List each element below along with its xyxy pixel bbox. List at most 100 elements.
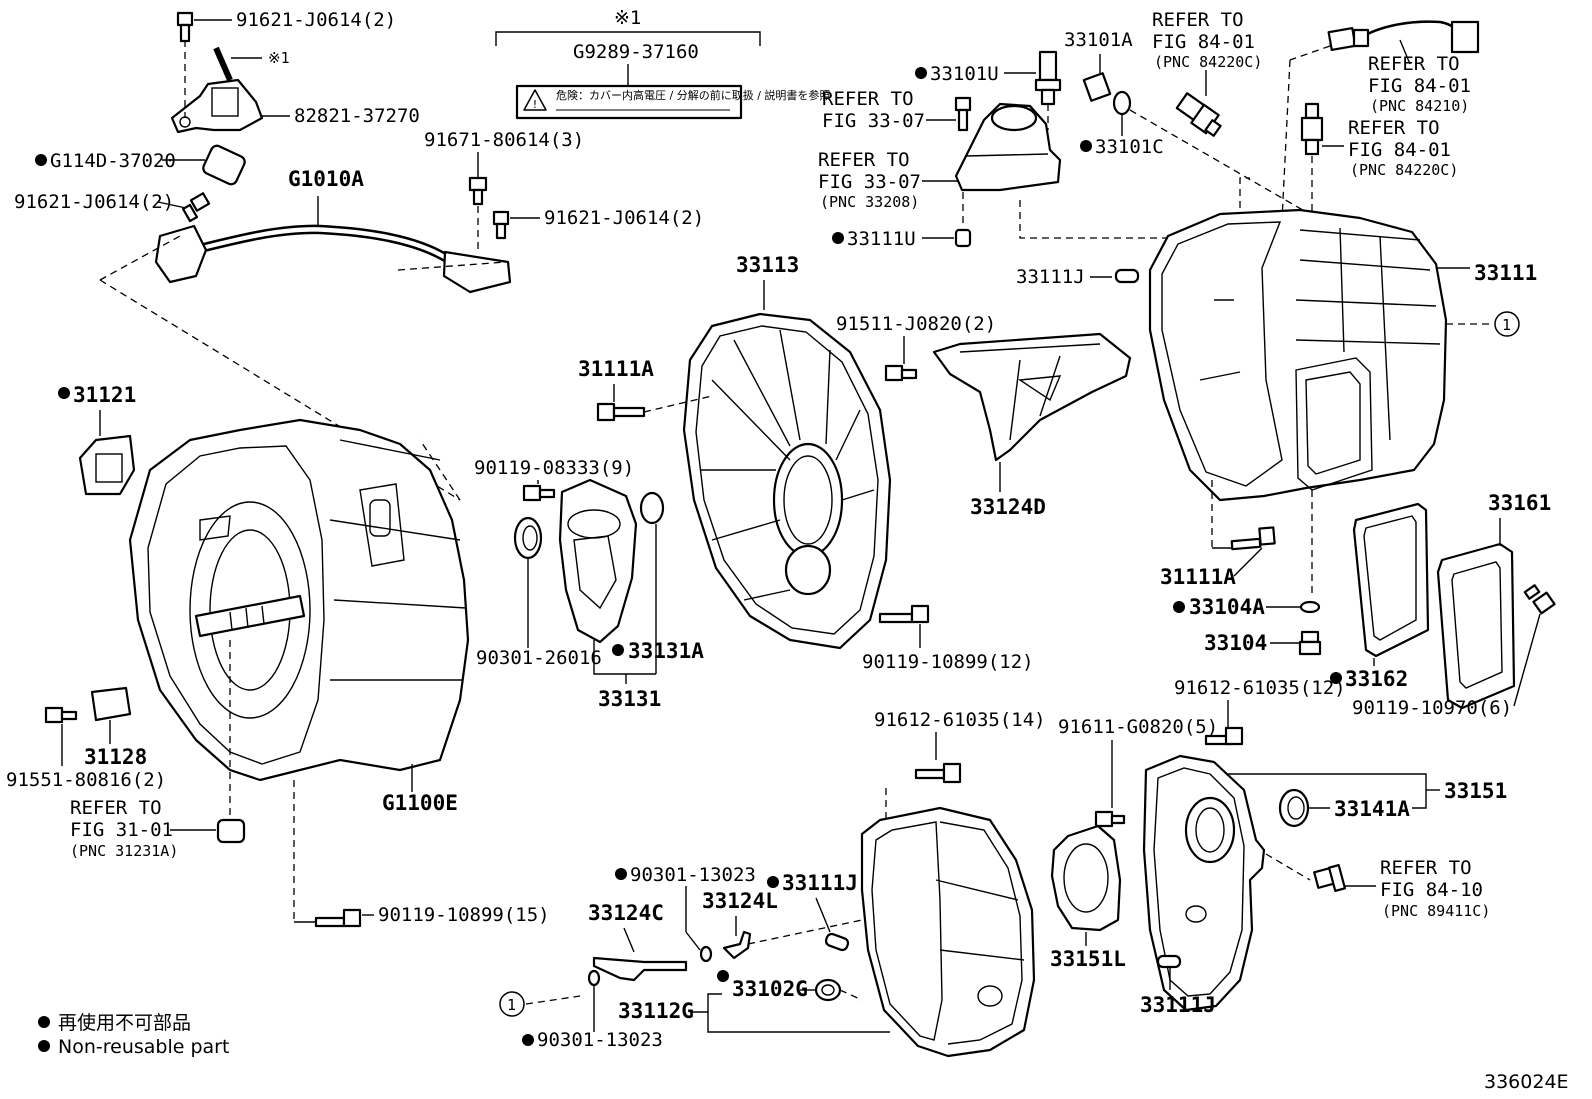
- nonreusable-dot: [522, 1034, 534, 1046]
- nonreusable-dot: [615, 868, 627, 880]
- pin-33111j-top: [1114, 268, 1140, 284]
- gasket-33151l: [1050, 824, 1122, 932]
- ref-84220c-r-line3: (PNC 84220C): [1350, 161, 1458, 179]
- label-33141a: 33141A: [1334, 797, 1410, 821]
- bolt-91621-top: [176, 11, 194, 43]
- housing-plate-33113: [682, 312, 892, 650]
- breather-plug-33101u: [1034, 50, 1062, 106]
- label-31128: 31128: [84, 745, 147, 769]
- ref-89411c-line2: FIG 84-10: [1380, 879, 1483, 901]
- bolt-91621-mid: [492, 210, 510, 240]
- label-90119-10970: 90119-10970(6): [1352, 697, 1512, 719]
- label-33111j-bot: 33111J: [1140, 993, 1216, 1017]
- label-91551: 91551-80816(2): [6, 769, 166, 791]
- label-33104a: 33104A: [1189, 595, 1265, 619]
- bolt-91551: [44, 706, 78, 724]
- label-33162: 33162: [1345, 667, 1408, 691]
- label-90119-10899-12: 90119-10899(12): [862, 651, 1034, 673]
- label-33113: 33113: [736, 253, 799, 277]
- bolt-90119-08333: [522, 484, 556, 502]
- bolt-90119-10899-15: [314, 908, 362, 928]
- bolt-91671: [468, 176, 488, 206]
- bolt-31111a-right: [1230, 526, 1276, 551]
- label-33151: 33151: [1444, 779, 1507, 803]
- ref-31231a-line1: REFER TO: [70, 797, 162, 819]
- bushing-31231a: [216, 818, 246, 844]
- retainer-33131: [558, 478, 638, 644]
- label-33102g: 33102G: [732, 977, 808, 1001]
- cover-31121: [78, 434, 136, 496]
- bolt-90119-10899-12: [878, 604, 930, 624]
- bolt-31111a-mid: [596, 402, 646, 422]
- label-91621-top: 91621-J0614(2): [236, 9, 396, 31]
- union-33101a: [1082, 72, 1112, 102]
- label-33111u: 33111U: [847, 228, 916, 250]
- extension-housing-33112g: [860, 806, 1036, 1058]
- nonreusable-dot: [58, 387, 70, 399]
- label-90301-13023-top: 90301-13023: [630, 864, 756, 886]
- label-91511: 91511-J0820(2): [836, 313, 996, 335]
- ref-31231a-line2: FIG 31-01: [70, 819, 173, 841]
- label-circle1-bottom: 1: [507, 996, 516, 1014]
- pin-33111j-mid: [824, 932, 850, 952]
- oil-seal-90301-26016: [513, 516, 543, 560]
- gasket-33131a: [639, 491, 665, 525]
- warning-label-text: 危険：カバー内高電圧 / 分解の前に取扱 / 説明書を参照: [556, 88, 830, 102]
- ref-33-07-b-line2: FIG 33-07: [818, 171, 921, 193]
- label-star1-small: ※1: [268, 49, 290, 67]
- ref-84210-line3: (PNC 84210): [1370, 97, 1469, 115]
- nonreusable-dot: [1173, 601, 1185, 613]
- label-91671: 91671-80614(3): [424, 129, 584, 151]
- diagram-code: 336024E: [1484, 1071, 1569, 1093]
- ref-84220c-top-line2: FIG 84-01: [1152, 31, 1255, 53]
- label-91611: 91611-G0820(5): [1058, 716, 1218, 738]
- speed-sensor-89411c: [1313, 864, 1347, 892]
- label-33124d: 33124D: [970, 495, 1046, 519]
- label-33131: 33131: [598, 687, 661, 711]
- svg-text:!: !: [533, 98, 537, 111]
- nonreusable-dot: [767, 876, 779, 888]
- ref-33-07-b-line1: REFER TO: [818, 149, 910, 171]
- bolt-91611: [1094, 810, 1126, 828]
- label-82821: 82821-37270: [294, 105, 420, 127]
- label-90301-26016: 90301-26016: [476, 647, 602, 669]
- label-circle1-right: 1: [1502, 316, 1511, 334]
- nonreusable-dot: [1080, 140, 1092, 152]
- label-31111a-right: 31111A: [1160, 565, 1236, 589]
- bolt-91621-left: [181, 192, 211, 223]
- label-91621-left: 91621-J0614(2): [14, 191, 174, 213]
- label-g9289: G9289-37160: [573, 41, 699, 63]
- label-91612-12: 91612-61035(12): [1174, 677, 1346, 699]
- oring-90301-13023-top: [699, 945, 713, 963]
- nonreusable-dot: [832, 232, 844, 244]
- bolt-91612-14: [914, 762, 962, 784]
- label-33161: 33161: [1488, 491, 1551, 515]
- switch-sensor-84220c-right: [1300, 102, 1324, 156]
- label-33111j-mid: 33111J: [782, 871, 858, 895]
- ref-89411c-line1: REFER TO: [1380, 857, 1472, 879]
- clip-33124l: [722, 930, 752, 960]
- cover-33161: [1436, 542, 1516, 710]
- label-g1010a: G1010A: [288, 167, 364, 191]
- pin-33111j-bottom: [1156, 954, 1182, 969]
- gasket-33162: [1352, 502, 1430, 658]
- ref-33-07-a-line2: FIG 33-07: [822, 110, 925, 132]
- label-33124c: 33124C: [588, 901, 664, 925]
- label-33111: 33111: [1474, 261, 1537, 285]
- grommet-g114d: [202, 144, 246, 186]
- label-90119-08333: 90119-08333(9): [474, 457, 634, 479]
- label-31111a-mid: 31111A: [578, 357, 654, 381]
- label-g114d: G114D-37020: [50, 150, 176, 172]
- rear-cover-33151: [1142, 754, 1266, 1012]
- warning-label-g9289: ! 危険：カバー内高電圧 / 分解の前に取扱 / 説明書を参照: [515, 84, 830, 120]
- ref-84220c-top-line1: REFER TO: [1152, 9, 1244, 31]
- label-33101c: 33101C: [1095, 136, 1164, 158]
- plate-31128: [90, 686, 132, 722]
- ref-84220c-r-line1: REFER TO: [1348, 117, 1440, 139]
- ref-84210-line2: FIG 84-01: [1368, 75, 1471, 97]
- oil-seal-33141a: [1278, 788, 1310, 828]
- ref-31231a-line3: (PNC 31231A): [70, 842, 178, 860]
- bracket-33124d: [932, 332, 1132, 462]
- ref-33-07-b-line3: (PNC 33208): [820, 193, 919, 211]
- plug-33111u: [954, 228, 972, 248]
